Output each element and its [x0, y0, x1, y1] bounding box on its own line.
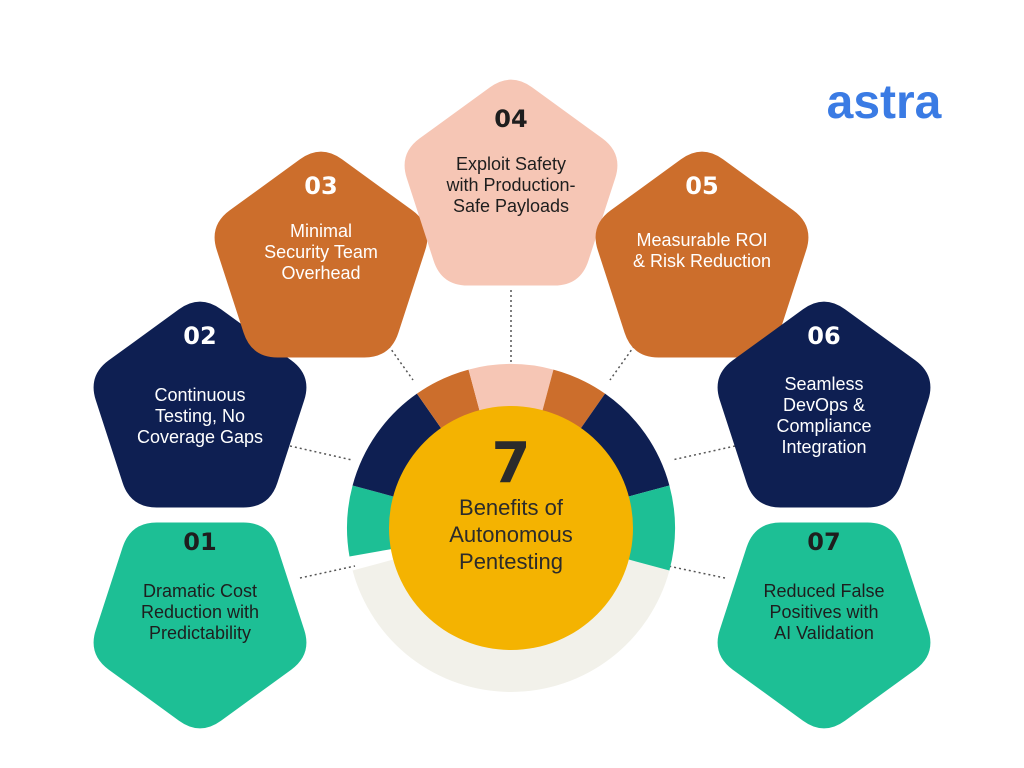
benefit-number: 05 [685, 172, 718, 200]
benefit-number: 03 [304, 172, 337, 200]
connector-line-01 [299, 565, 356, 579]
benefit-text-line: Overhead [281, 263, 360, 283]
ring-segment-02 [352, 393, 443, 497]
benefit-text-line: Exploit Safety [456, 154, 566, 174]
benefit-number: 07 [807, 528, 840, 556]
benefit-text-line: Reduced False [763, 581, 884, 601]
benefit-text-line: Positives with [769, 602, 878, 622]
connector-line-03 [382, 337, 414, 381]
benefit-text-line: Testing, No [155, 406, 245, 426]
benefit-pentagon [717, 522, 931, 729]
benefit-text-line: Seamless [784, 374, 863, 394]
benefit-text-line: Dramatic Cost [143, 581, 257, 601]
ring-segment-base [352, 559, 670, 692]
benefit-text-line: Compliance [776, 416, 871, 436]
benefit-text-line: AI Validation [774, 623, 874, 643]
benefit-pentagon [93, 522, 307, 729]
center-circle [389, 406, 633, 650]
astra-logo: astra [827, 76, 942, 129]
center-title-line: Autonomous [449, 522, 573, 547]
center-number: 7 [492, 431, 531, 496]
connector-lines [289, 290, 736, 579]
benefit-text-line: Safe Payloads [453, 196, 569, 216]
benefit-text-line: Continuous [154, 385, 245, 405]
ring-segment-03 [416, 369, 480, 430]
center-ring [346, 364, 676, 692]
center-title-line: Pentesting [459, 549, 563, 574]
ring-segment-07 [626, 485, 676, 571]
ring-segment-01 [346, 485, 396, 557]
benefit-text-line: Integration [781, 437, 866, 457]
benefit-number: 02 [183, 322, 216, 350]
benefit-text-line: Reduction with [141, 602, 259, 622]
benefit-text-line: & Risk Reduction [633, 251, 771, 271]
connector-line-02 [289, 445, 353, 461]
benefit-text-line: Predictability [149, 623, 251, 643]
connector-line-07 [667, 565, 726, 579]
benefit-pentagon [214, 151, 428, 358]
connector-line-05 [609, 337, 641, 381]
benefit-text-line: Security Team [264, 242, 378, 262]
benefit-pentagon [404, 79, 618, 286]
benefit-number: 04 [494, 105, 527, 133]
benefit-text-line: Measurable ROI [636, 230, 767, 250]
center-title-line: Benefits of [459, 495, 564, 520]
benefit-pentagon [93, 301, 307, 508]
ring-segment-06 [579, 393, 670, 497]
benefit-number: 01 [183, 528, 216, 556]
benefit-pentagon [595, 151, 809, 358]
benefit-number: 06 [807, 322, 840, 350]
benefit-text-line: Minimal [290, 221, 352, 241]
benefit-text-line: Coverage Gaps [137, 427, 263, 447]
benefit-pentagon [717, 301, 931, 508]
benefit-text-line: with Production- [445, 175, 575, 195]
benefit-text-line: DevOps & [783, 395, 865, 415]
ring-segment-05 [542, 369, 606, 430]
connector-line-06 [671, 445, 736, 461]
ring-segment-04 [468, 364, 554, 413]
